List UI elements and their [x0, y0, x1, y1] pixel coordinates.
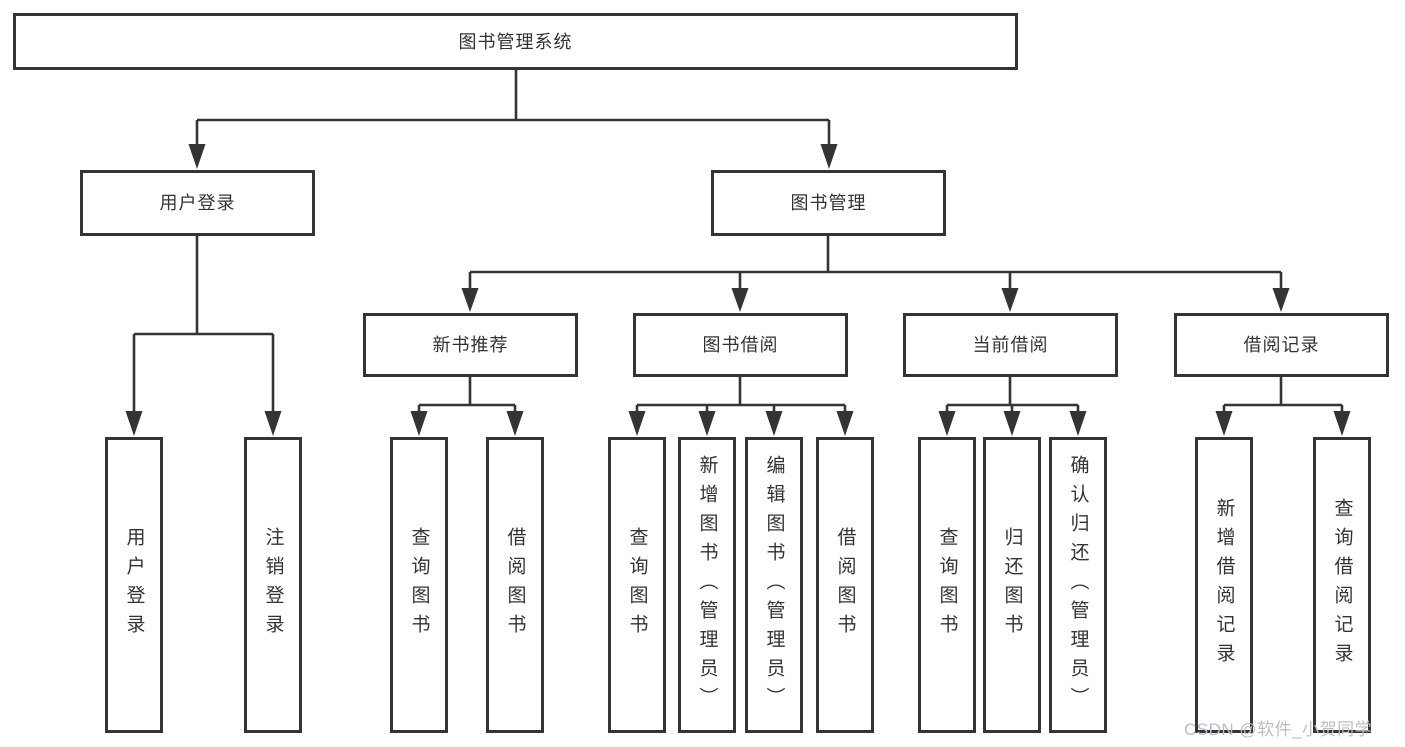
leaf-return-books: 归还图书: [983, 437, 1041, 733]
node-label: 图书借阅: [702, 335, 779, 355]
leaf-borrow-books: 借阅图书: [816, 437, 874, 733]
connector-root-to-level2: [195, 70, 831, 150]
leaf-borrow-books: 借阅图书: [486, 437, 544, 733]
arrowhead: [1272, 288, 1290, 312]
connector-userlogin-to-leaves: [132, 236, 275, 418]
node-library-management-system: 图书管理系统: [13, 13, 1018, 70]
arrowhead: [1003, 411, 1021, 436]
node-label: 图书管理系统: [458, 31, 573, 52]
connector-bookborrow-to-leaves: [635, 377, 847, 418]
node-label: 新书推荐: [432, 335, 509, 355]
node-label: 借阅图书: [834, 527, 856, 643]
node-label: 新增借阅记录: [1213, 498, 1235, 672]
node-label: 归还图书: [1001, 527, 1023, 643]
arrowhead: [1333, 411, 1351, 436]
node-book-management: 图书管理: [711, 170, 946, 236]
leaf-confirm-return-admin: 确认归还（管理员）: [1049, 437, 1107, 733]
connector-newbookrec-to-leaves: [417, 377, 517, 418]
arrowhead: [264, 411, 282, 436]
node-label: 确认归还（管理员）: [1067, 454, 1089, 716]
node-label: 借阅记录: [1243, 335, 1320, 355]
node-label: 借阅图书: [504, 527, 526, 643]
node-borrowing-records: 借阅记录: [1174, 313, 1389, 377]
arrowhead: [731, 288, 749, 312]
arrowhead: [1069, 411, 1087, 436]
node-user-login: 用户登录: [80, 170, 315, 236]
arrowhead: [1001, 288, 1019, 312]
node-label: 注销登录: [262, 527, 284, 643]
connector-bookmgmt-to-level3: [468, 236, 1283, 293]
node-label: 编辑图书（管理员）: [763, 454, 785, 716]
arrowhead: [1215, 411, 1233, 436]
leaf-user-login: 用户登录: [105, 437, 163, 733]
node-label: 当前借阅: [972, 335, 1049, 355]
node-label: 用户登录: [123, 527, 145, 643]
arrowhead: [698, 411, 716, 436]
arrowhead: [628, 411, 646, 436]
node-label: 查询图书: [408, 527, 430, 643]
leaf-edit-books-admin: 编辑图书（管理员）: [745, 437, 803, 733]
node-label: 图书管理: [790, 193, 867, 213]
node-label: 用户登录: [159, 193, 236, 213]
node-new-book-recommend: 新书推荐: [363, 313, 578, 377]
node-book-borrowing: 图书借阅: [633, 313, 848, 377]
arrowhead: [125, 411, 143, 436]
connector-borrowrecords-to-leaves: [1222, 377, 1344, 418]
node-label: 查询借阅记录: [1331, 498, 1353, 672]
node-label: 查询图书: [626, 527, 648, 643]
leaf-add-borrow-record: 新增借阅记录: [1195, 437, 1253, 733]
leaf-query-books: 查询图书: [918, 437, 976, 733]
leaf-query-books: 查询图书: [390, 437, 448, 733]
node-label: 查询图书: [936, 527, 958, 643]
arrowhead: [506, 411, 524, 436]
node-current-borrowing: 当前借阅: [903, 313, 1118, 377]
arrowhead: [410, 411, 428, 436]
arrowhead: [820, 144, 838, 169]
arrowhead: [461, 288, 479, 312]
arrowheads: [125, 144, 1351, 436]
leaf-query-books: 查询图书: [608, 437, 666, 733]
arrowhead: [188, 144, 206, 169]
leaf-add-books-admin: 新增图书（管理员）: [678, 437, 736, 733]
arrowhead: [836, 411, 854, 436]
node-label: 新增图书（管理员）: [696, 454, 718, 716]
csdn-watermark: CSDN @软件_小贺同学: [1184, 720, 1373, 739]
arrowhead: [765, 411, 783, 436]
arrowhead: [938, 411, 956, 436]
leaf-logout: 注销登录: [244, 437, 302, 733]
leaf-query-borrow-record: 查询借阅记录: [1313, 437, 1371, 733]
